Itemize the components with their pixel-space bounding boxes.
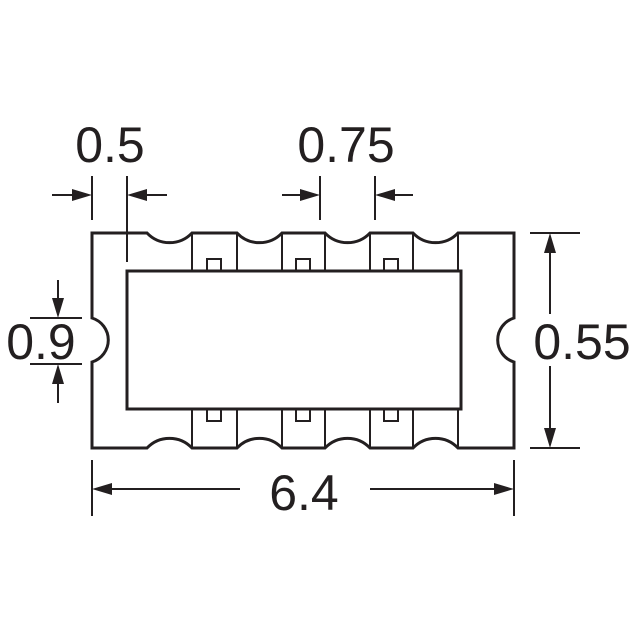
terminal-marks-top (206, 258, 399, 272)
pitch-label: 0.75 (297, 117, 394, 173)
pad-width-label: 0.5 (75, 117, 145, 173)
pad-dividers-top (191, 233, 459, 271)
dimension-end-notch: 0.9 (6, 280, 82, 403)
dimension-height: 0.55 (530, 232, 631, 449)
dimension-pitch: 0.75 (282, 117, 413, 220)
component-outline (90, 231, 516, 450)
dimension-pad-width: 0.5 (52, 117, 167, 262)
dimension-length: 6.4 (91, 460, 515, 521)
end-notch-label: 0.9 (6, 314, 76, 370)
terminal-marks-bottom (206, 408, 399, 422)
pad-dividers-bottom (191, 409, 459, 448)
length-label: 6.4 (269, 465, 339, 521)
height-label: 0.55 (533, 314, 630, 370)
component-body (125, 269, 463, 411)
